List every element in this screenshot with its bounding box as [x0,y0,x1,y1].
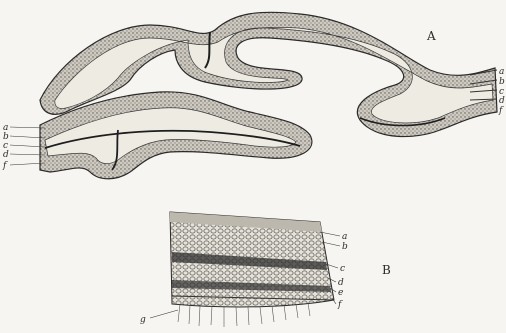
panel-b [170,212,334,327]
panel-b-label: B [382,263,391,277]
label-left-f: f [2,161,8,171]
right-labels: a b c d f [498,67,505,116]
label-right-d: d [499,96,505,106]
label-b-g: g [140,315,146,325]
panel-a-label: A [426,29,436,43]
label-b-f: f [337,300,343,310]
label-right-a: a [499,67,504,77]
label-right-b: b [499,77,505,87]
label-left-d: d [3,150,9,160]
label-b-d: d [338,278,344,288]
label-b-e: e [338,288,343,298]
label-b-a: a [342,232,347,242]
label-b-c: c [340,264,345,274]
left-labels: a b c d f [2,123,9,171]
label-b-b: b [342,242,348,252]
label-right-f: f [498,106,504,116]
